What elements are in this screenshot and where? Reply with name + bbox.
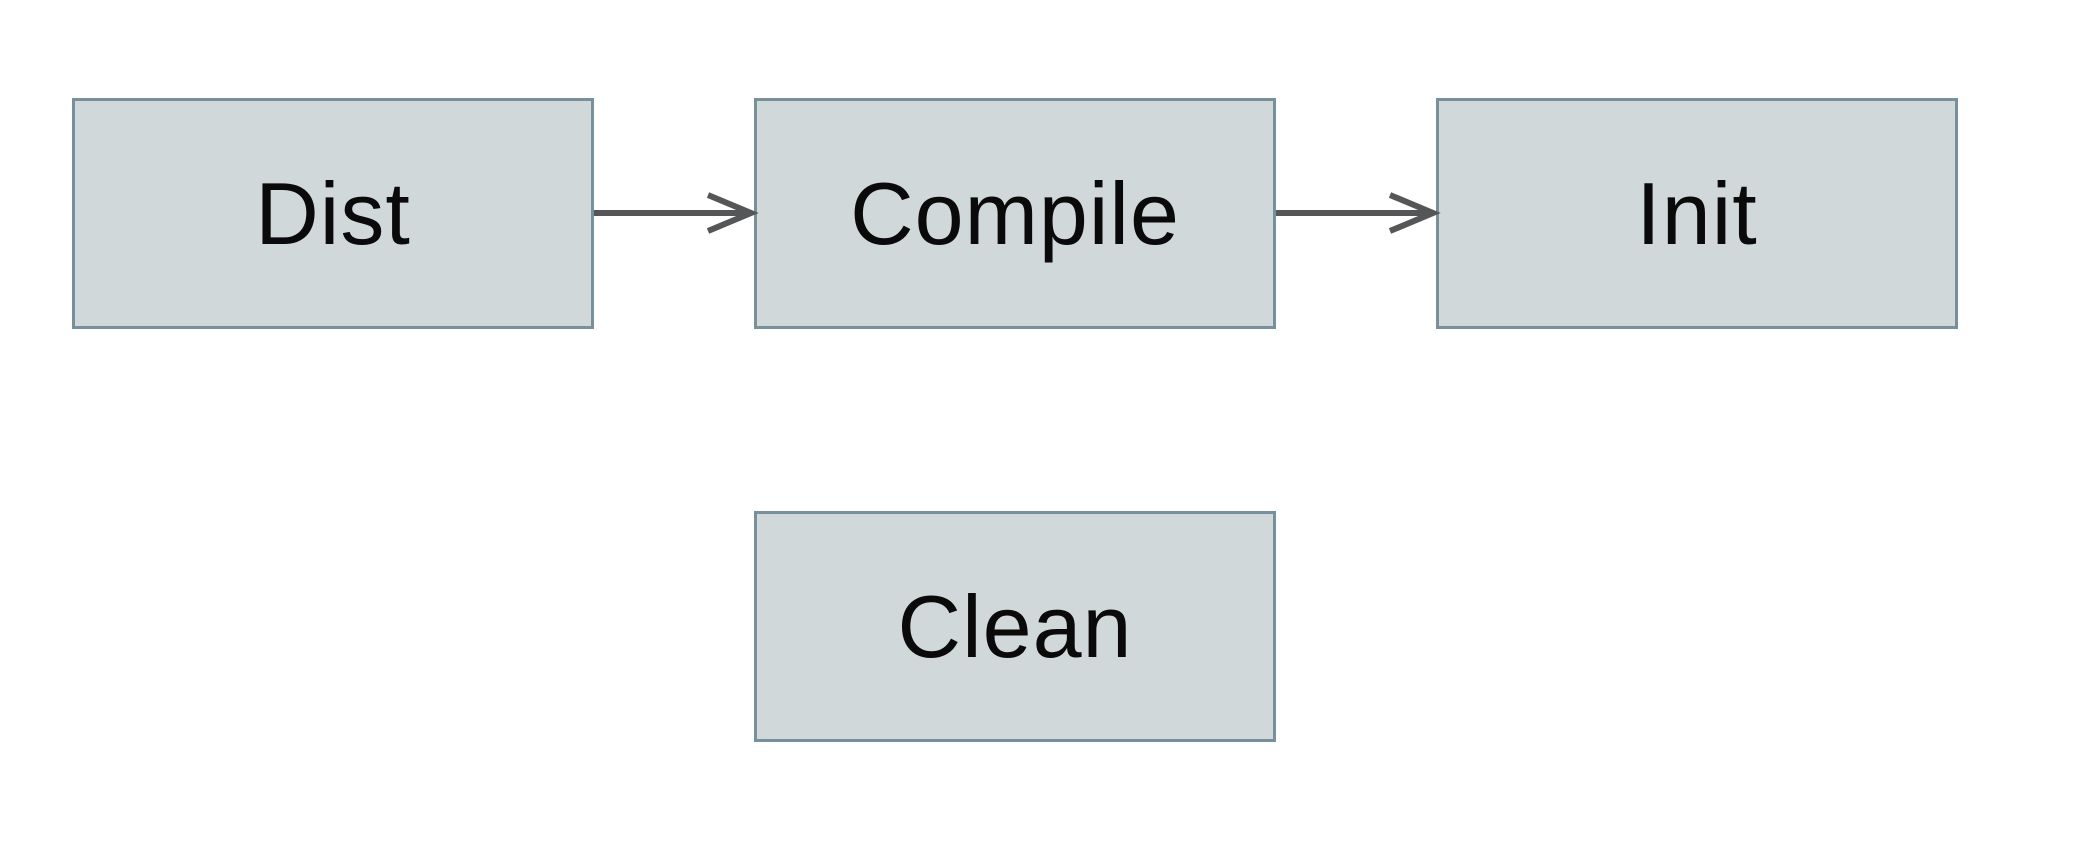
- node-clean[interactable]: Clean: [754, 511, 1276, 742]
- node-clean-label: Clean: [897, 576, 1133, 676]
- node-compile-label: Compile: [850, 163, 1180, 263]
- arrow-dist-to-compile-icon[interactable]: [594, 189, 759, 237]
- node-dist-label: Dist: [255, 163, 411, 263]
- node-dist[interactable]: Dist: [72, 98, 594, 329]
- arrow-compile-to-init-icon[interactable]: [1276, 189, 1441, 237]
- node-init[interactable]: Init: [1436, 98, 1958, 329]
- node-init-label: Init: [1636, 163, 1758, 263]
- node-compile[interactable]: Compile: [754, 98, 1276, 329]
